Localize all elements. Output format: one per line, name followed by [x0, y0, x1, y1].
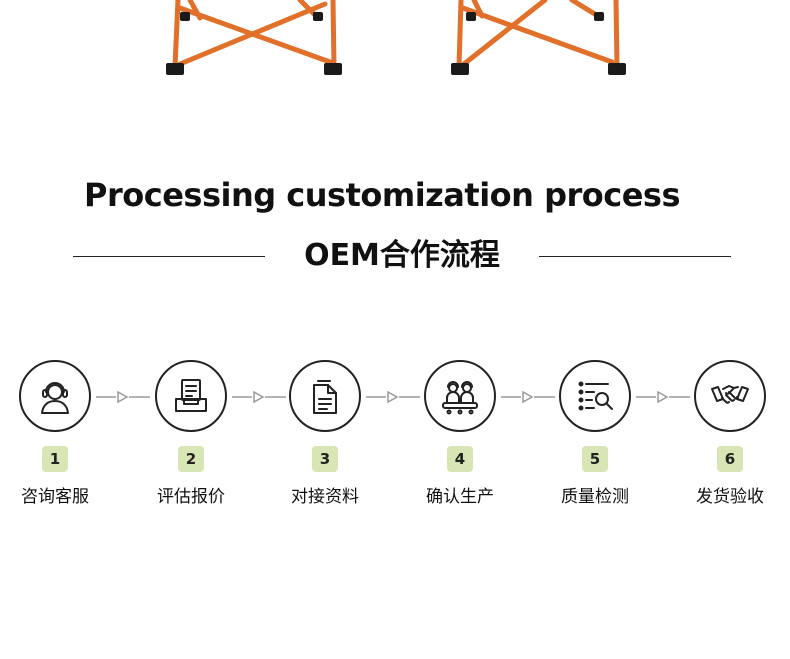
step-label: 咨询客服 — [21, 487, 89, 507]
connector-arrow — [636, 390, 690, 404]
step-label: 评估报价 — [157, 487, 225, 507]
step-number: 3 — [312, 446, 338, 472]
step-label: 对接资料 — [291, 487, 359, 507]
chair-left-feet — [166, 12, 342, 75]
step-circle — [424, 360, 496, 432]
divider-right — [539, 256, 731, 257]
connector-arrow — [96, 390, 150, 404]
step-number: 6 — [717, 446, 743, 472]
step-4: 4 确认生产 — [405, 360, 515, 507]
step-label: 发货验收 — [696, 487, 764, 507]
step-6: 6 发货验收 — [675, 360, 785, 507]
step-circle — [19, 360, 91, 432]
step-1: 1 咨询客服 — [0, 360, 110, 507]
connector-arrow — [232, 390, 286, 404]
chair-left — [172, 0, 337, 69]
title-chinese: OEM合作流程 — [304, 238, 500, 273]
step-circle — [289, 360, 361, 432]
step-number: 5 — [582, 446, 608, 472]
subtitle-row: OEM合作流程 — [0, 234, 790, 278]
workers-icon — [442, 381, 478, 415]
chair-right-feet — [451, 12, 626, 75]
step-5: 5 质量检测 — [540, 360, 650, 507]
chair-right — [456, 0, 620, 69]
quotation-icon — [175, 379, 207, 412]
step-label: 质量检测 — [561, 487, 629, 507]
step-circle — [559, 360, 631, 432]
handshake-icon — [711, 385, 749, 404]
product-image-chair-legs — [166, 0, 626, 75]
process-steps: 1 咨询客服 2 评估报价 — [0, 360, 790, 520]
connector-arrow — [501, 390, 555, 404]
step-number: 1 — [42, 446, 68, 472]
step-circle — [155, 360, 227, 432]
step-circle — [694, 360, 766, 432]
documents-icon — [313, 380, 337, 414]
divider-left — [73, 256, 265, 257]
step-number: 2 — [178, 446, 204, 472]
customer-service-icon — [41, 382, 69, 414]
title-english: Processing customization process — [84, 176, 681, 214]
step-2: 2 评估报价 — [136, 360, 246, 507]
step-3: 3 对接资料 — [270, 360, 380, 507]
step-number: 4 — [447, 446, 473, 472]
inspection-icon — [578, 381, 613, 411]
step-label: 确认生产 — [426, 487, 494, 507]
connector-arrow — [366, 390, 420, 404]
